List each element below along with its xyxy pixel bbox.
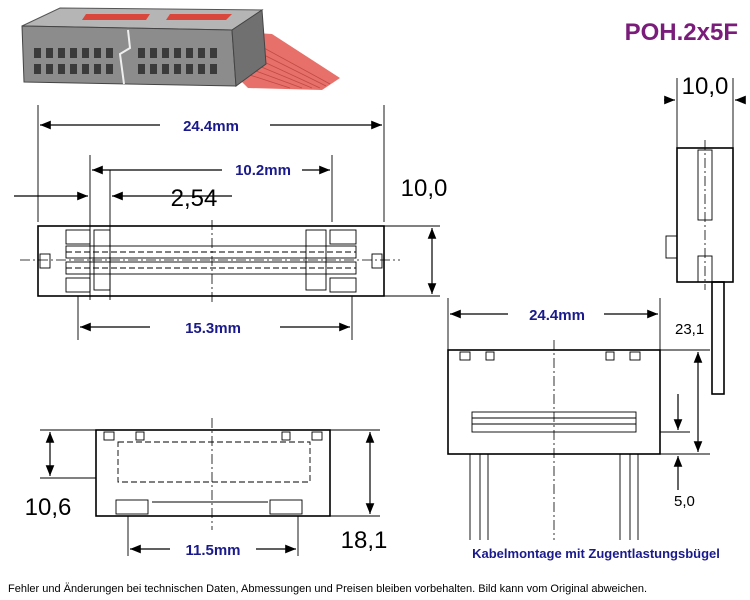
dim-inner-width: 10.2mm [235,162,291,179]
front-view: 24.4mm 23,1 5,0 Kabelmon [447,298,720,561]
dim-height-left: 10,6 [25,494,72,521]
dim-front-height: 23,1 [675,321,704,338]
dim-pin-span: 15.3mm [185,320,241,337]
side-view: 10,0 [664,73,746,395]
dim-overall-width: 24.4mm [183,118,239,135]
dim-pin-width: 11.5mm [185,542,240,559]
dim-height-right: 18,1 [341,527,388,554]
dim-offset: 5,0 [674,493,695,510]
bottom-view: 10,6 18,1 11.5mm [25,418,388,559]
product-title: POH.2x5F [625,19,738,46]
dim-front-width: 24.4mm [529,307,585,324]
cable-mount-note: Kabelmontage mit Zugentlastungsbügel [472,546,720,561]
connector-photo [21,7,340,90]
disclaimer-footer: Fehler und Änderungen bei technischen Da… [8,583,647,595]
dim-height: 10,0 [401,175,448,202]
dim-pitch: 2,54 [171,185,218,212]
top-view: 24.4mm 10.2mm 2,54 10,0 1 [14,105,447,340]
dim-depth: 10,0 [682,73,729,100]
